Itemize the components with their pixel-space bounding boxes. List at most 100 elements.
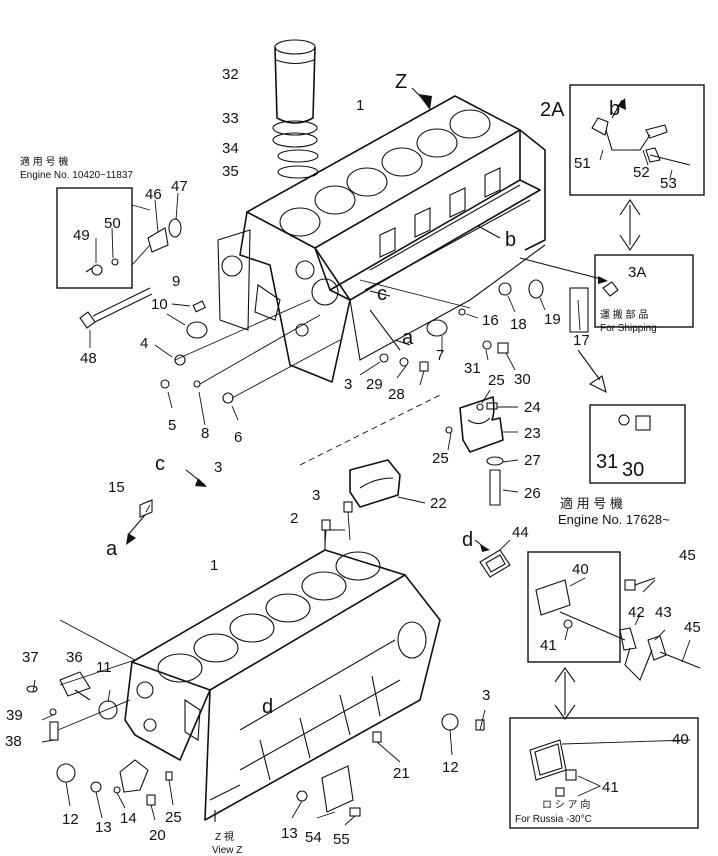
callout-27: 27 [524,452,541,469]
plugs-center [359,319,448,386]
ref-z: Z [395,71,407,93]
callout-49: 49 [73,227,90,244]
callout-51: 51 [574,155,591,172]
callout-3-lower: 3 [312,487,320,504]
note-shipping: For Shipping [600,323,657,334]
callout-7: 7 [436,347,444,364]
callout-3-mid: 3 [214,459,222,476]
callout-35: 35 [222,163,239,180]
callout-3-left: 3 [344,376,352,393]
callout-40: 40 [572,561,589,578]
callout-54: 54 [305,829,322,846]
gasket-44 [474,539,511,578]
callout-39: 39 [6,707,23,724]
double-arrow-1 [619,199,641,251]
inset-russia [509,717,699,829]
callout-12: 12 [62,811,79,828]
down-arrow [577,349,607,394]
ref-b-inset: b [609,98,620,120]
inset-40-41 [527,551,621,663]
callout-25c: 25 [165,809,182,826]
callout-8: 8 [201,425,209,442]
ref-b-main: b [505,229,516,251]
callout-18: 18 [510,316,527,333]
callout-40b: 40 [672,731,689,748]
ref-a-upper: a [402,327,414,349]
callout-33: 33 [222,110,239,127]
callout-4: 4 [140,335,148,352]
callout-22: 22 [430,495,447,512]
callout-36: 36 [66,649,83,666]
upper-cylinder-block [217,95,546,383]
callout-19: 19 [544,311,561,328]
callout-20: 20 [149,827,166,844]
callout-26: 26 [524,485,541,502]
note-view: View Z [212,845,242,856]
plugs-right [359,279,589,371]
callout-labels: 32 33 34 35 1 Z 2A b 51 52 53 3A 運 搬 部 品… [5,66,701,856]
bolt-48 [79,287,153,348]
callout-3a: 3A [628,264,646,281]
callout-13: 13 [95,819,112,836]
lower-small-parts [26,499,486,826]
ref-d-lower: d [262,696,273,718]
callout-28: 28 [388,386,405,403]
double-arrow-2 [554,667,576,720]
callout-45: 45 [679,547,696,564]
main-bearing-caps [299,389,519,508]
inset-sensor-51-53 [569,84,705,196]
plugs-left [154,299,341,426]
callout-24: 24 [524,399,541,416]
callout-46: 46 [145,186,162,203]
note-shipping-jp: 運 搬 部 品 [600,308,648,321]
callout-13b: 13 [281,825,298,842]
note-engine-range-jp: 適 用 号 機 [20,155,68,168]
callout-37: 37 [22,649,39,666]
ref-a-lower: a [106,538,118,560]
callout-21: 21 [393,765,410,782]
callout-2a: 2A [540,99,565,121]
callout-2: 2 [290,510,298,527]
ref-d-upper: d [462,529,473,551]
note-russia-jp: ロ シ ア 向 [542,798,590,811]
ref-c-lower: c [155,453,165,475]
callout-41: 41 [540,637,557,654]
callout-1b: 1 [210,557,218,574]
note-engine-range: Engine No. 10420~11837 [20,170,133,181]
note-engine-later-jp: 適 用 号 機 [560,496,623,511]
callout-15: 15 [108,479,125,496]
ref-c-upper: c [377,283,387,305]
callout-17: 17 [573,332,590,349]
callout-9: 9 [172,273,180,290]
callout-32: 32 [222,66,239,83]
callout-48: 48 [80,350,97,367]
view-z-arrow [411,87,432,110]
callout-12b: 12 [442,759,459,776]
callout-23: 23 [524,425,541,442]
engine-range-inset [56,187,182,289]
callout-31: 31 [464,360,481,377]
callout-11: 11 [96,659,112,676]
inset-shipping [594,254,694,328]
callout-52: 52 [633,164,650,181]
callout-5: 5 [168,417,176,434]
callout-31b: 31 [596,451,618,473]
callout-25: 25 [488,372,505,389]
inset-31-30 [589,404,686,484]
callout-47: 47 [171,178,188,195]
callout-29: 29 [366,376,383,393]
cylinder-liner [272,39,319,179]
callout-53: 53 [660,175,677,192]
note-russia: For Russia -30°C [515,814,592,825]
note-engine-later: Engine No. 17628~ [558,512,670,527]
callout-16: 16 [482,312,499,329]
callout-30: 30 [514,371,531,388]
callout-34: 34 [222,140,239,157]
callout-10: 10 [151,296,168,313]
callout-45b: 45 [684,619,701,636]
callout-38: 38 [5,733,22,750]
note-view-jp: Z 視 [215,830,234,843]
callout-25b: 25 [432,450,449,467]
